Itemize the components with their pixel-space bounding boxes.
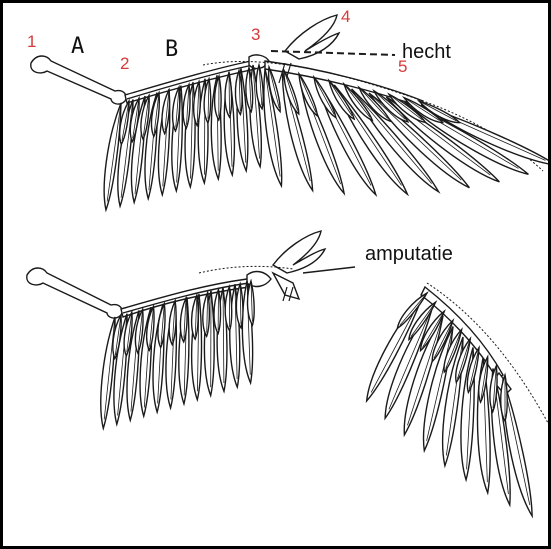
wing-illustration (3, 3, 548, 546)
covert-feather (214, 290, 221, 334)
label-1: 1 (27, 32, 36, 52)
label-amputatie: amputatie (365, 243, 453, 266)
label-hecht: hecht (402, 41, 451, 64)
covert-feather (194, 82, 201, 126)
humerus-bone (31, 56, 126, 104)
full-wing (31, 15, 548, 210)
humerus-bone-lower (27, 268, 122, 318)
covert-feather (203, 292, 210, 336)
label-3: 3 (251, 25, 260, 45)
amputated-digits (273, 231, 325, 273)
wingtip-detail (367, 283, 548, 516)
covert-feather (225, 287, 232, 331)
label-segment-a: A (71, 34, 84, 59)
covert-feather-shaft (229, 73, 230, 113)
label-2: 2 (120, 54, 129, 74)
amputated-wing (27, 231, 355, 428)
covert-feather (192, 295, 199, 339)
label-segment-b: B (165, 37, 178, 62)
label-4: 4 (341, 7, 350, 27)
